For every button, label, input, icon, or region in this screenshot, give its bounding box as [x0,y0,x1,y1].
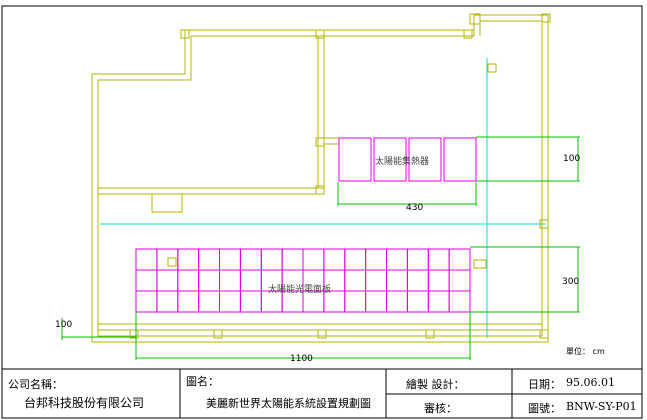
solar-panel-cell [427,290,450,313]
solar-panel-cell [406,248,429,271]
solar-panel-cell [135,290,158,313]
solar-collector [408,137,442,182]
solar-panel-cell [406,269,429,292]
solar-panel-cell [239,248,262,271]
date-label: 日期： [528,378,561,391]
solar-panel-cell [219,248,241,271]
checked-label: 審核： [424,402,457,415]
unit-note: 單位： cm [566,347,605,356]
solar-panel-cell [344,248,367,271]
dimension-lines [61,136,580,360]
solar-panel-cell [365,248,388,271]
solar-panel-cell [281,248,304,271]
solar-panel-grid [135,248,471,313]
solar-panel-cell [135,248,158,271]
solar-panel-cell [177,269,200,292]
solar-panel-cell [386,269,408,292]
solar-panel-cell [156,290,179,313]
solar-panel-cell [239,290,262,313]
solar-panel-cell [386,248,408,271]
drawn-by-label: 繪製 設計： [406,378,465,391]
solar-panel-cell [448,248,471,271]
solar-panel-cell [239,269,262,292]
solar-panel-cell [323,248,346,271]
solar-panel-cell [198,269,221,292]
title-block-grid [179,369,642,418]
solar-panel-cell [302,248,325,271]
solar-panel-cell [386,290,408,313]
solar-panel-cell [344,290,367,313]
dimension-100-right: 100 [563,154,581,164]
axis-lines [100,58,546,338]
solar-panel-cell [156,269,179,292]
solar-panel-cell [427,248,450,271]
solar-panel-cell [427,269,450,292]
solar-panel-cell [448,269,471,292]
solar-panel-cell [177,248,200,271]
solar-collector-group [338,137,477,182]
drawing-number-label: 圖號： [528,402,561,415]
drawing-frame [1,5,643,419]
drawing-number-value: BNW-SY-P01 [566,400,637,413]
solar-panel-cell [177,290,200,313]
building-walls [91,13,551,343]
solar-panel-cell [406,290,429,313]
company-name: 台邦科技股份有限公司 [24,396,145,410]
solar-collector [338,137,372,182]
drawing-name: 美麗新世界太陽能系統設置規劃圖 [206,397,371,410]
drawing-name-label: 圖名： [186,375,219,388]
solar-panel-cell [448,290,471,313]
solar-panel-cell [344,269,367,292]
solar-panel-cell [198,248,221,271]
solar-panel-cell [365,290,388,313]
solar-collector [373,137,407,182]
solar-collector [443,137,477,182]
date-value: 95.06.01 [566,376,615,389]
solar-panel-cell [198,290,221,313]
dimension-100-left: 100 [55,320,73,330]
solar-panel-cell [156,248,179,271]
dimension-430: 430 [406,203,424,213]
panel-label: 太陽能光電面板 [268,285,332,295]
dimension-1100: 1100 [290,354,313,364]
collector-label: 太陽能集熱器 [375,157,430,167]
solar-panel-cell [365,269,388,292]
company-label: 公司名稱： [8,378,63,391]
solar-panel-cell [260,248,283,271]
dimension-300: 300 [562,277,580,287]
solar-panel-cell [219,290,241,313]
solar-panel-cell [135,269,158,292]
solar-panel-cell [219,269,241,292]
